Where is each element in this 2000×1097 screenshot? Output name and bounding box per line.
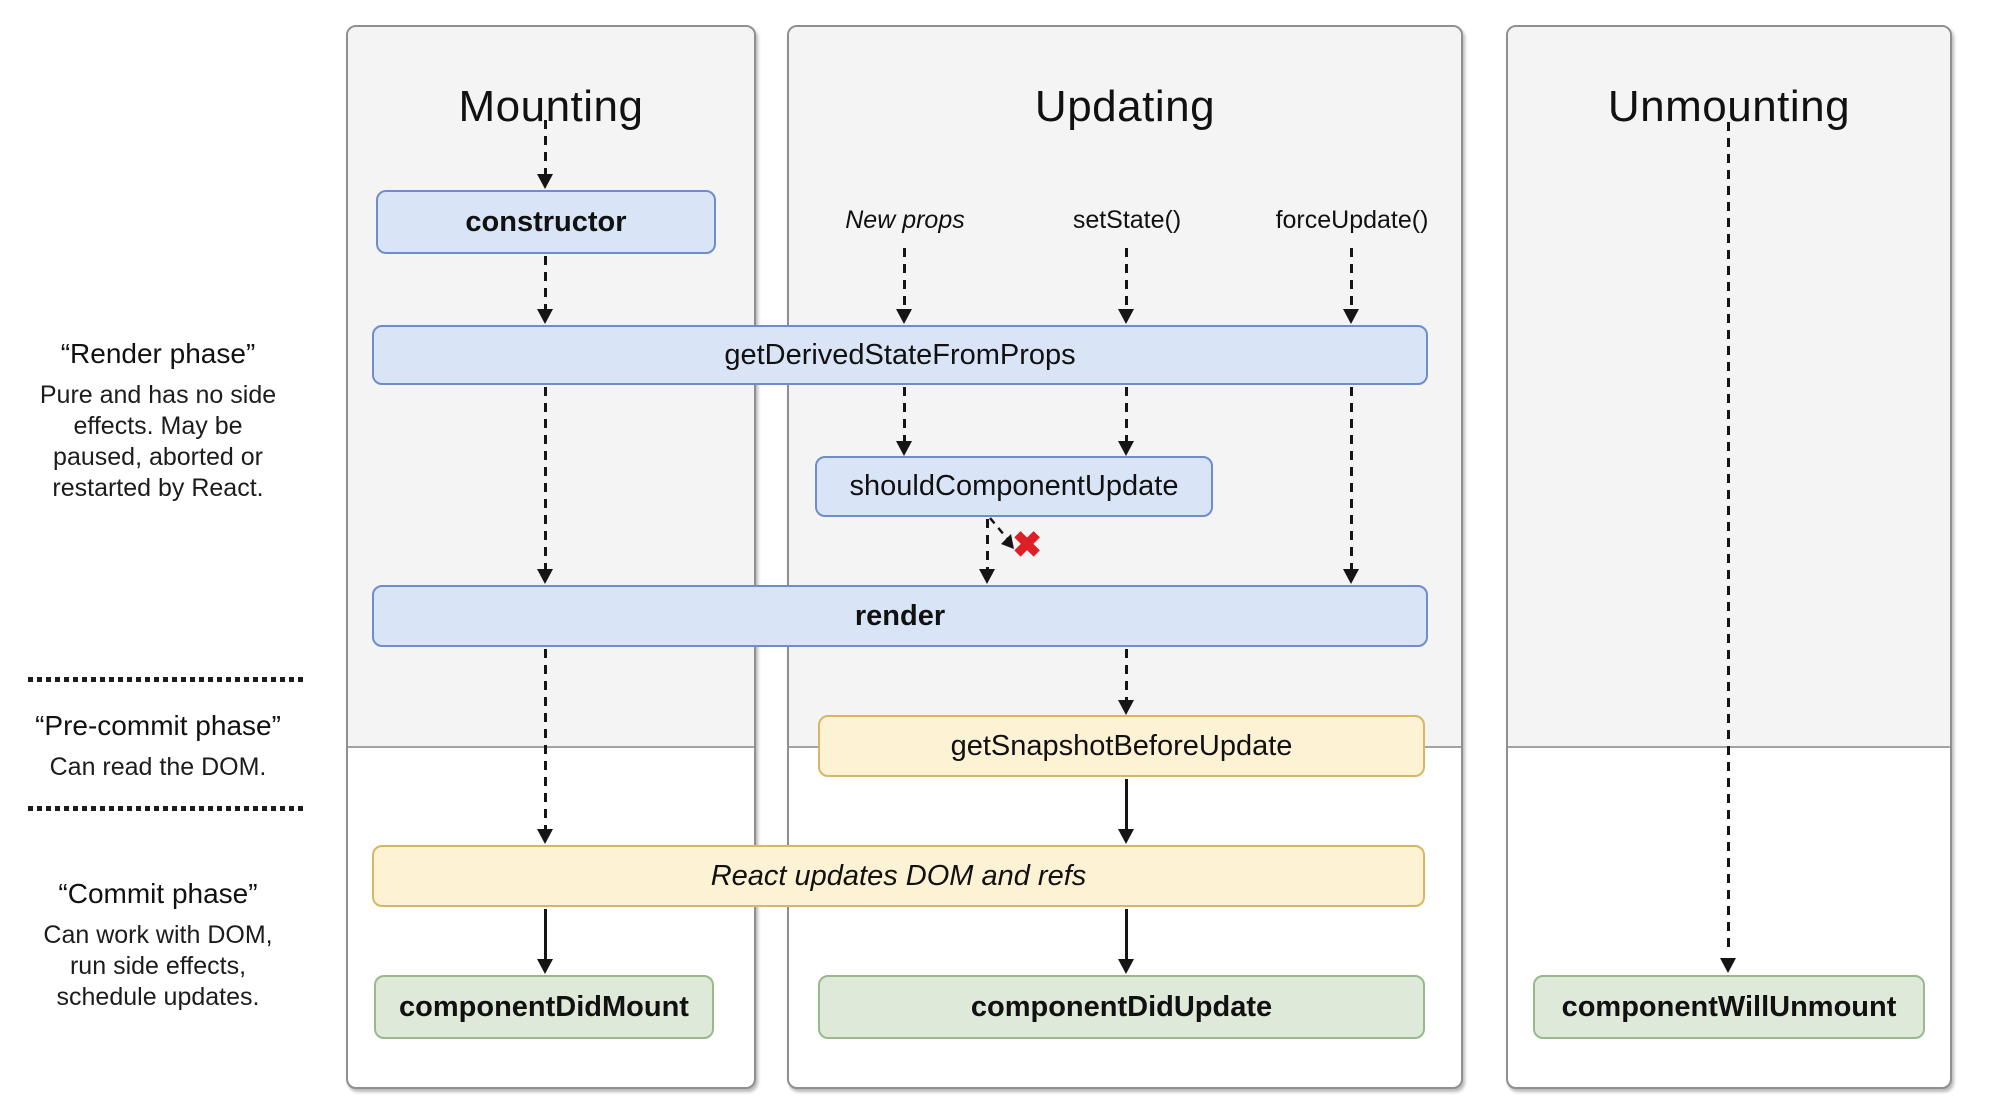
react-updates-dom-box: React updates DOM and refs xyxy=(372,845,1425,907)
arrow-constructor-to-gdsfp xyxy=(544,256,547,310)
arrow-head xyxy=(537,309,553,324)
method-box-get-snapshot-before-update[interactable]: getSnapshotBeforeUpdate xyxy=(818,715,1425,777)
arrow-head xyxy=(537,569,553,584)
method-box-component-will-unmount[interactable]: componentWillUnmount xyxy=(1533,975,1925,1039)
arrow-mounting-start-to-constructor xyxy=(544,120,547,176)
commit-phase-label: “Commit phase” xyxy=(58,878,258,909)
method-box-component-did-mount[interactable]: componentDidMount xyxy=(374,975,714,1039)
commit-phase-description: Can work with DOM, run side effects, sch… xyxy=(43,921,273,1011)
arrow-gdsfp-to-render-mounting xyxy=(544,387,547,570)
arrow-head xyxy=(896,309,912,324)
trigger-new-props: New props xyxy=(845,206,965,234)
render-phase-description: Pure and has no side effects. May be pau… xyxy=(39,381,277,502)
arrow-head xyxy=(1118,959,1134,974)
method-box-render[interactable]: render xyxy=(372,585,1428,647)
arrow-render-to-reactupdates-mounting xyxy=(544,649,547,830)
arrow-gsbu-to-reactupdates xyxy=(1125,779,1128,831)
panel-title-mounting: Mounting xyxy=(458,82,644,131)
arrow-head xyxy=(1118,829,1134,844)
arrow-head xyxy=(537,959,553,974)
phase-separator-bottom xyxy=(28,806,306,811)
skip-update-x-icon: ✖ xyxy=(1012,524,1043,565)
arrow-head xyxy=(979,569,995,584)
arrow-render-to-gsbu xyxy=(1125,649,1128,701)
arrow-forceupdate-to-gdsfp xyxy=(1350,248,1353,308)
arrow-scu-to-render xyxy=(986,519,989,569)
arrow-setstate-to-gdsfp xyxy=(1125,248,1128,308)
arrow-reactupdates-to-cdm xyxy=(544,909,547,961)
trigger-set-state[interactable]: setState() xyxy=(1072,206,1182,234)
arrow-forceupdate-bypass-to-render xyxy=(1350,387,1353,570)
arrow-head xyxy=(1343,569,1359,584)
arrow-newprops-to-gdsfp xyxy=(903,248,906,308)
arrow-unmounting-to-cwu xyxy=(1727,122,1730,952)
pre-commit-phase-description: Can read the DOM. xyxy=(49,753,267,781)
arrow-head xyxy=(537,829,553,844)
method-box-component-did-update[interactable]: componentDidUpdate xyxy=(818,975,1425,1039)
arrow-head xyxy=(1343,309,1359,324)
trigger-force-update[interactable]: forceUpdate() xyxy=(1275,206,1429,234)
pre-commit-phase-label: “Pre-commit phase” xyxy=(35,710,281,741)
arrow-head xyxy=(1720,958,1736,973)
arrow-head xyxy=(1118,309,1134,324)
arrow-head xyxy=(1118,441,1134,456)
render-phase-label: “Render phase” xyxy=(60,338,256,369)
phase-separator-top xyxy=(28,677,306,682)
arrow-head xyxy=(1118,700,1134,715)
method-box-constructor[interactable]: constructor xyxy=(376,190,716,254)
arrow-scu-skip-branch xyxy=(989,517,1014,549)
panel-title-updating: Updating xyxy=(1034,82,1216,131)
arrow-head xyxy=(896,441,912,456)
method-box-get-derived-state-from-props[interactable]: getDerivedStateFromProps xyxy=(372,325,1428,385)
arrow-reactupdates-to-cdu xyxy=(1125,909,1128,961)
arrow-gdsfp-to-scu-left xyxy=(903,387,906,442)
arrow-gdsfp-to-scu-right xyxy=(1125,387,1128,442)
method-box-should-component-update[interactable]: shouldComponentUpdate xyxy=(815,456,1213,517)
arrow-head xyxy=(537,174,553,189)
